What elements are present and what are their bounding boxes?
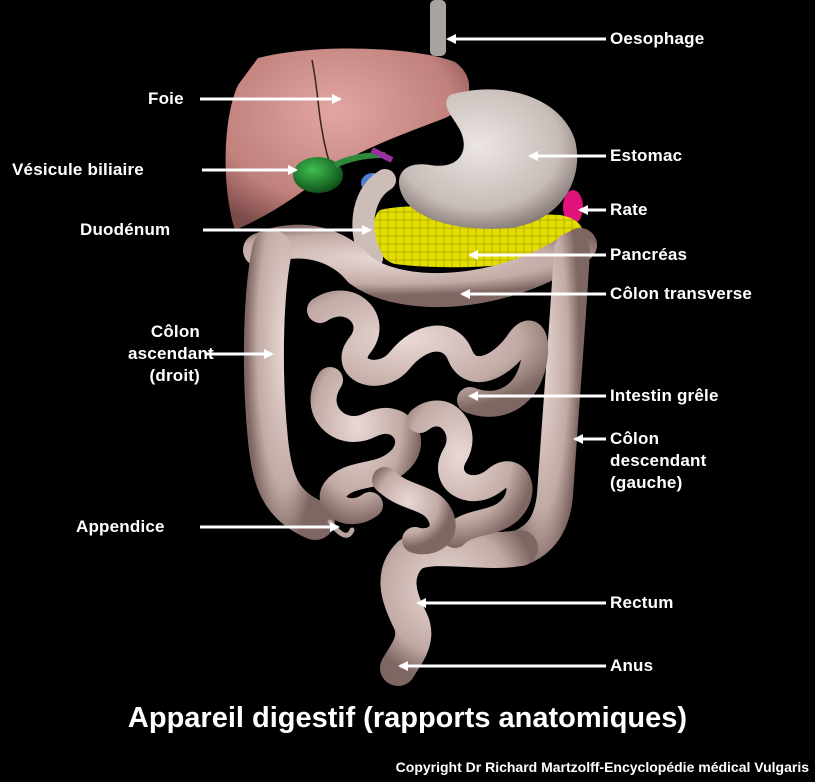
diagram-title: Appareil digestif (rapports anatomiques) — [0, 700, 815, 736]
copyright-notice: Copyright Dr Richard Martzolff-Encyclopé… — [396, 758, 809, 776]
